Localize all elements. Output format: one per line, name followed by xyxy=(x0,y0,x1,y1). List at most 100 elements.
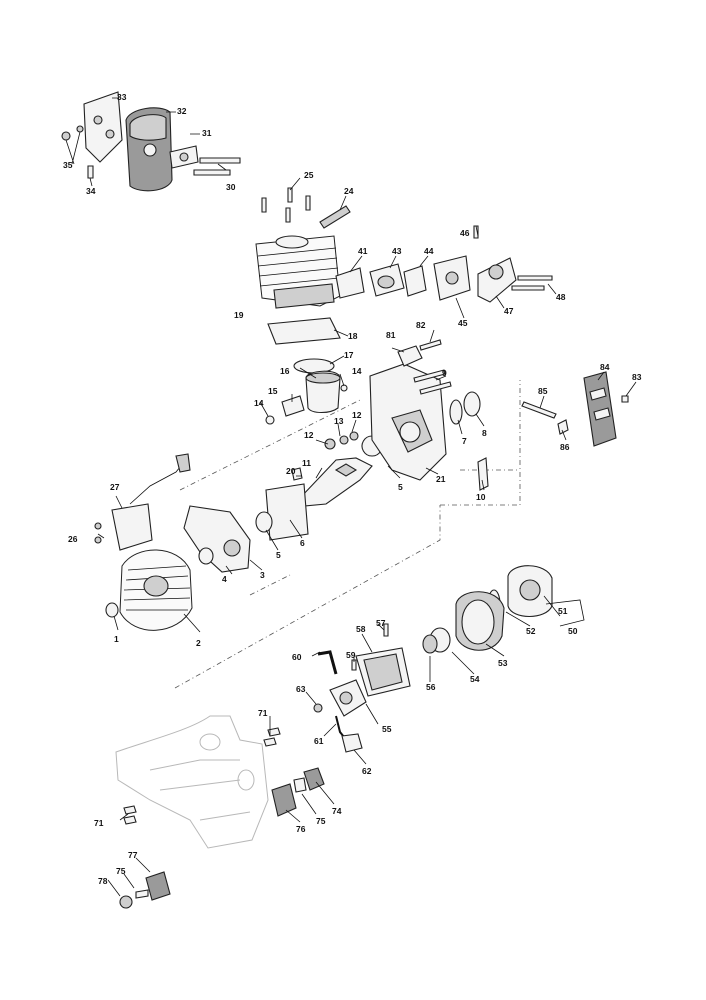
callout-41: 41 xyxy=(358,246,368,256)
oil-hose xyxy=(317,650,338,675)
air-filter-base xyxy=(477,257,517,303)
callout-56: 56 xyxy=(426,682,436,692)
ignition-module xyxy=(111,503,153,551)
callout-85: 85 xyxy=(538,386,548,396)
callout-44: 44 xyxy=(424,246,434,256)
callout-75b: 75 xyxy=(116,866,126,876)
callout-71a: 71 xyxy=(258,708,268,718)
callout-15: 15 xyxy=(268,386,278,396)
callout-82: 82 xyxy=(416,320,426,330)
callout-12a: 12 xyxy=(304,430,314,440)
bearing-left xyxy=(255,511,273,533)
seal-7 xyxy=(449,399,463,425)
callout-34: 34 xyxy=(86,186,96,196)
callout-77: 77 xyxy=(128,850,138,860)
callout-57: 57 xyxy=(376,618,386,628)
callout-51: 51 xyxy=(558,606,568,616)
assembly-lines xyxy=(174,380,521,689)
callout-59: 59 xyxy=(346,650,356,660)
callout-48: 48 xyxy=(556,292,566,302)
callout-50: 50 xyxy=(568,626,578,636)
av-buffer-74 xyxy=(303,767,325,791)
callout-1: 1 xyxy=(114,634,119,644)
callout-86: 86 xyxy=(560,442,570,452)
callout-16: 16 xyxy=(280,366,290,376)
callout-2: 2 xyxy=(196,638,201,648)
callout-17: 17 xyxy=(344,350,354,360)
clutch-assembly xyxy=(422,565,553,654)
callout-6: 6 xyxy=(300,538,305,548)
spark-plug xyxy=(319,205,351,229)
callout-4: 4 xyxy=(222,574,227,584)
callout-14a: 14 xyxy=(254,398,264,408)
callout-84: 84 xyxy=(600,362,610,372)
callout-9: 9 xyxy=(442,368,447,378)
muffler-assembly xyxy=(61,91,241,192)
leader-lines xyxy=(65,97,637,897)
callout-60: 60 xyxy=(292,652,302,662)
handle-frame xyxy=(115,715,269,849)
callout-58: 58 xyxy=(356,624,366,634)
oil-pump-assembly xyxy=(313,623,411,753)
callout-53: 53 xyxy=(498,658,508,668)
callout-55: 55 xyxy=(382,724,392,734)
callout-labels: 33 32 31 30 35 34 25 24 41 43 44 46 45 4… xyxy=(63,92,642,886)
muffler-bolt-30b xyxy=(193,169,231,176)
callout-12b: 12 xyxy=(352,410,362,420)
av-buffer-77 xyxy=(145,871,171,901)
insulator xyxy=(403,265,427,297)
callout-74: 74 xyxy=(332,806,342,816)
callout-43: 43 xyxy=(392,246,402,256)
bar-plate xyxy=(583,371,617,447)
callout-7: 7 xyxy=(462,436,467,446)
bar-plate-assembly xyxy=(521,371,629,447)
callout-11: 11 xyxy=(302,458,311,468)
callout-27: 27 xyxy=(110,482,120,492)
callout-25: 25 xyxy=(304,170,314,180)
callout-8: 8 xyxy=(482,428,487,438)
muffler-bracket xyxy=(83,91,123,163)
flywheel-nut xyxy=(105,602,119,618)
cylinder-assembly xyxy=(255,187,553,345)
callout-3: 3 xyxy=(260,570,265,580)
piston-pin xyxy=(281,395,305,417)
callout-14b: 14 xyxy=(352,366,362,376)
av-cap-78 xyxy=(119,895,133,909)
callout-32: 32 xyxy=(177,106,187,116)
callout-46: 46 xyxy=(460,228,470,238)
needle-bearing xyxy=(422,634,438,654)
callout-24: 24 xyxy=(344,186,354,196)
callout-30: 30 xyxy=(226,182,236,192)
callout-81: 81 xyxy=(386,330,396,340)
callout-45: 45 xyxy=(458,318,468,328)
callout-5a: 5 xyxy=(398,482,403,492)
crankcase-left xyxy=(183,505,251,573)
crankcase xyxy=(94,339,489,573)
chain-tensioner xyxy=(397,345,423,367)
ignition-lead xyxy=(129,461,185,505)
callout-63: 63 xyxy=(296,684,306,694)
oil-pickup xyxy=(341,733,363,753)
callout-35: 35 xyxy=(63,160,73,170)
cylinder-gasket xyxy=(267,317,341,345)
callout-10: 10 xyxy=(476,492,486,502)
crank-gasket xyxy=(265,483,309,541)
callout-54: 54 xyxy=(470,674,480,684)
piston-assembly xyxy=(265,358,383,541)
callout-33: 33 xyxy=(117,92,127,102)
flywheel xyxy=(105,549,193,631)
callout-47: 47 xyxy=(504,306,514,316)
callout-52: 52 xyxy=(526,626,536,636)
stud-85 xyxy=(521,401,557,419)
muffler-bolt-30a xyxy=(199,157,241,164)
callout-19: 19 xyxy=(234,310,244,320)
callout-83: 83 xyxy=(632,372,642,382)
callout-76: 76 xyxy=(296,824,306,834)
av-buffer-76 xyxy=(271,783,297,817)
callout-26: 26 xyxy=(68,534,78,544)
callout-62: 62 xyxy=(362,766,372,776)
callout-75a: 75 xyxy=(316,816,326,826)
callout-13: 13 xyxy=(334,416,344,426)
callout-21: 21 xyxy=(436,474,446,484)
